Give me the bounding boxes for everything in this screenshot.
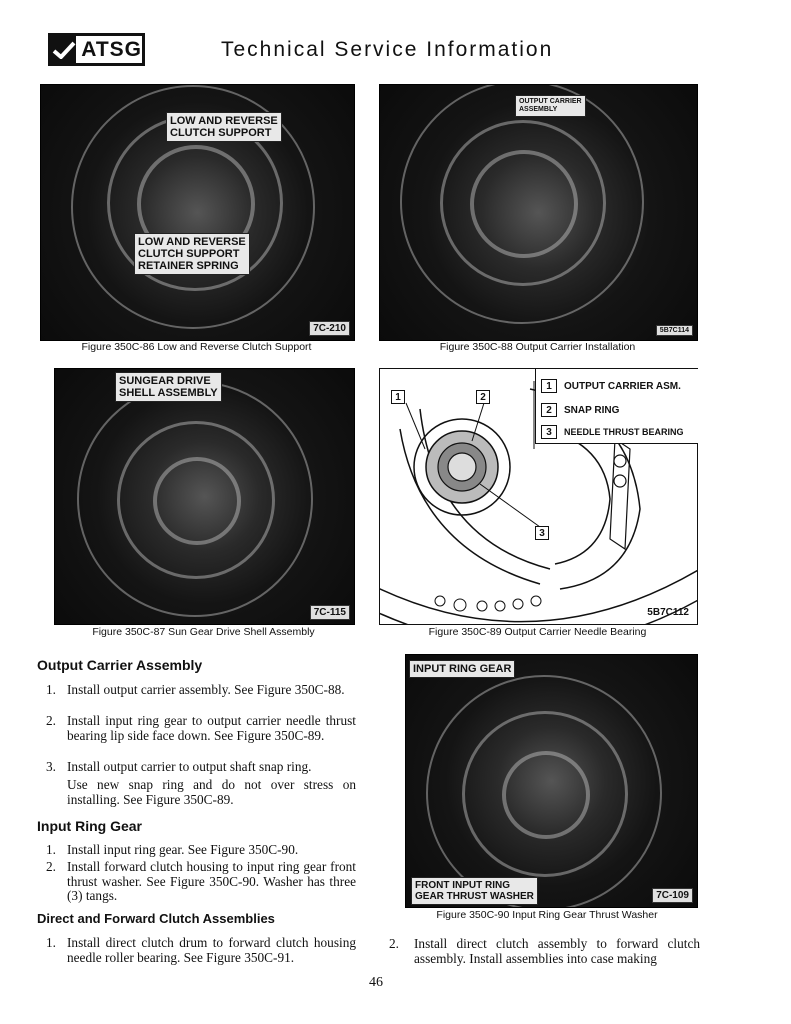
figure-89-diagram: 1 2 3 1 OUTPUT CARRIER ASM. 2 SNAP RING … [379, 368, 698, 625]
figure-89-legend: 1 OUTPUT CARRIER ASM. 2 SNAP RING 3 NEED… [535, 369, 698, 444]
legend-num-2: 2 [541, 403, 557, 417]
figure-87-caption: Figure 350C-87 Sun Gear Drive Shell Asse… [92, 626, 315, 638]
list-item-text: Install direct clutch drum to forward cl… [67, 935, 356, 965]
list-item-number: 1. [46, 842, 56, 857]
page-number: 46 [369, 975, 383, 990]
section-heading-output-carrier: Output Carrier Assembly [37, 657, 203, 673]
figure-89-callout-2: 2 [476, 390, 490, 404]
figure-87-photo: SUNGEAR DRIVE SHELL ASSEMBLY 7C-115 [54, 368, 355, 625]
figure-90-label-washer: FRONT INPUT RING GEAR THRUST WASHER [411, 877, 538, 905]
figure-89-ref: 5B7C112 [647, 607, 689, 618]
figure-88-photo: OUTPUT CARRIER ASSEMBLY 5B7C114 [379, 84, 698, 341]
legend-num-1: 1 [541, 379, 557, 393]
figure-88-label-carrier: OUTPUT CARRIER ASSEMBLY [515, 95, 586, 117]
figure-89-callout-1: 1 [391, 390, 405, 404]
atsg-logo: ATSG [48, 33, 145, 66]
list-item-number: 1. [46, 682, 56, 697]
list-item-text: Install input ring gear. See Figure 350C… [67, 842, 299, 857]
logo-text: ATSG [81, 37, 142, 61]
figure-87-label-shell: SUNGEAR DRIVE SHELL ASSEMBLY [115, 372, 222, 402]
list-item-number: 2. [46, 859, 56, 874]
figure-89-caption: Figure 350C-89 Output Carrier Needle Bea… [428, 626, 647, 638]
legend-text-3: NEEDLE THRUST BEARING [564, 427, 684, 437]
list-item-text: Install direct clutch assembly to forwar… [414, 936, 700, 966]
legend-text-1: OUTPUT CARRIER ASM. [564, 380, 681, 392]
list-item-text: Install forward clutch housing to input … [67, 859, 356, 903]
legend-num-3: 3 [541, 425, 557, 439]
list-item-text: Install input ring gear to output carrie… [67, 713, 356, 743]
figure-90-ref: 7C-109 [652, 888, 693, 903]
page-title: Technical Service Information [221, 38, 554, 61]
figure-90-label-ring-gear: INPUT RING GEAR [409, 660, 516, 678]
section-heading-input-ring-gear: Input Ring Gear [37, 818, 142, 834]
list-item-number: 2. [389, 936, 399, 951]
list-item-number: 2. [46, 713, 56, 728]
checkmark-icon [51, 36, 77, 63]
list-item-number: 3. [46, 759, 56, 774]
figure-88-ref: 5B7C114 [655, 325, 693, 336]
legend-row-3: 3 NEEDLE THRUST BEARING [541, 425, 684, 439]
figure-89-callout-3: 3 [535, 526, 549, 540]
figure-86-label-spring: LOW AND REVERSE CLUTCH SUPPORT RETAINER … [134, 233, 250, 275]
legend-text-2: SNAP RING [564, 404, 620, 416]
legend-row-2: 2 SNAP RING [541, 403, 619, 417]
figure-89-drawing [380, 381, 697, 624]
list-item-text: Install output carrier assembly. See Fig… [67, 682, 345, 697]
figure-86-ref: 7C-210 [309, 321, 350, 336]
figure-86-caption: Figure 350C-86 Low and Reverse Clutch Su… [81, 341, 312, 353]
figure-88-caption: Figure 350C-88 Output Carrier Installati… [439, 341, 636, 353]
figure-87-ref: 7C-115 [309, 605, 350, 620]
figure-90-photo: INPUT RING GEAR FRONT INPUT RING GEAR TH… [405, 654, 698, 908]
list-item-number: 1. [46, 935, 56, 950]
output-carrier-note: Use new snap ring and do not over stress… [67, 777, 356, 807]
legend-row-1: 1 OUTPUT CARRIER ASM. [541, 379, 681, 393]
figure-86-photo: LOW AND REVERSE CLUTCH SUPPORT LOW AND R… [40, 84, 355, 341]
section-heading-direct-forward: Direct and Forward Clutch Assemblies [37, 911, 275, 926]
list-item-text: Install output carrier to output shaft s… [67, 759, 312, 774]
figure-86-label-support: LOW AND REVERSE CLUTCH SUPPORT [166, 112, 282, 142]
figure-90-caption: Figure 350C-90 Input Ring Gear Thrust Wa… [436, 909, 658, 921]
